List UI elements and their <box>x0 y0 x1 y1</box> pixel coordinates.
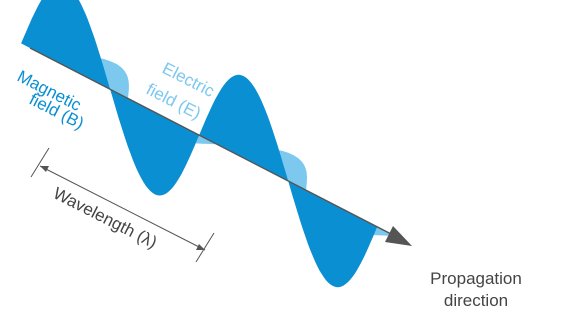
double-arrow-icon <box>196 244 205 250</box>
magnetic-field-wave <box>21 0 378 288</box>
double-arrow-icon <box>40 166 49 172</box>
propagation-label-line2: direction <box>444 291 508 310</box>
magnetic-field-lobe <box>110 89 200 196</box>
wavelength-dimension <box>30 147 215 263</box>
arrowhead-icon <box>385 226 412 246</box>
magnetic-field-lobe <box>21 0 111 90</box>
magnetic-field-lobe <box>199 74 289 181</box>
wavelength-label: Wavelength (λ) <box>50 184 160 253</box>
propagation-label-line1: Propagation <box>430 269 522 288</box>
magnetic-field-lobe <box>288 181 378 288</box>
propagation-axis <box>29 47 396 237</box>
